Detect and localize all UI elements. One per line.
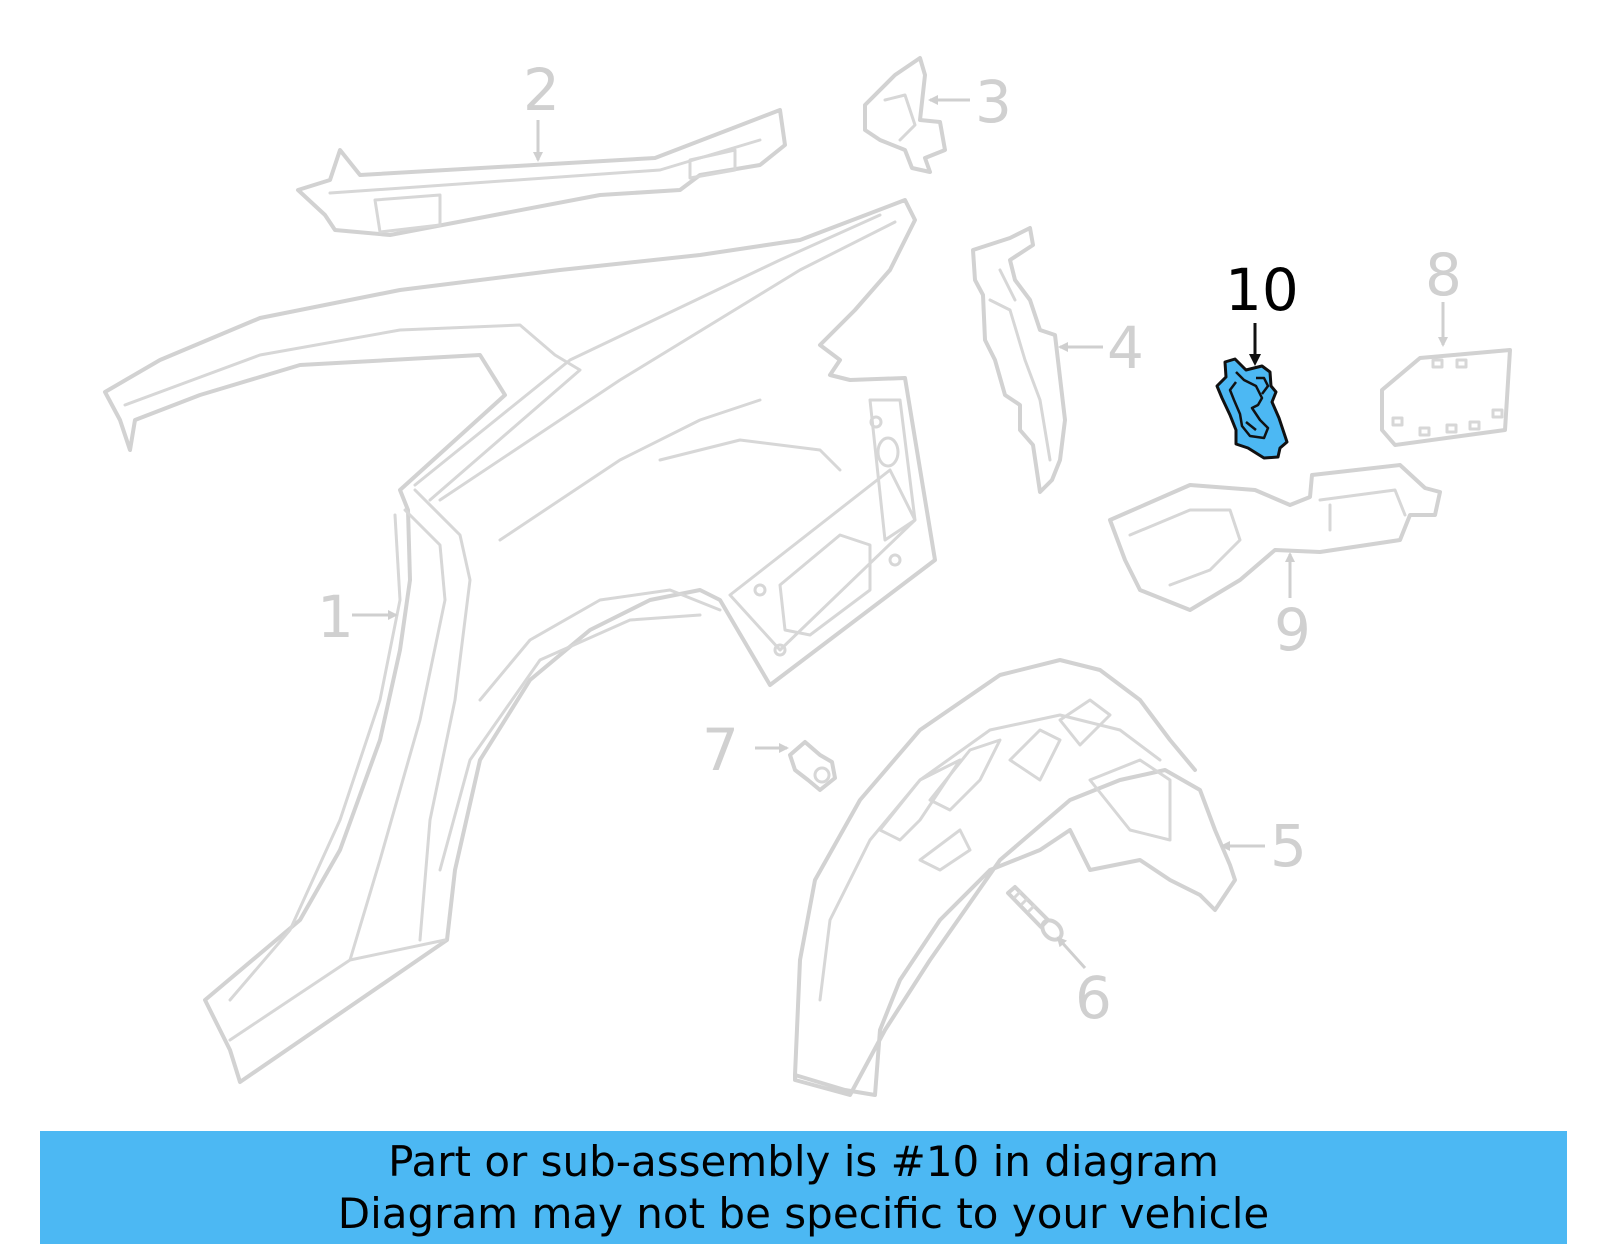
callout-leaders [352, 95, 1448, 970]
clip-part [788, 740, 837, 792]
callout-10: 10 [1225, 256, 1299, 324]
callout-3: 3 [975, 68, 1012, 136]
callout-6: 6 [1075, 964, 1112, 1032]
callout-8: 8 [1425, 241, 1462, 309]
cover-plate-part [1380, 348, 1512, 447]
callout-9: 9 [1274, 596, 1311, 664]
callout-7: 7 [702, 716, 739, 784]
filler-housing-part [1108, 463, 1442, 612]
quarter-panel-part [103, 198, 937, 1084]
callout-4: 4 [1107, 314, 1144, 382]
banner-line-1: Part or sub-assembly is #10 in diagram [388, 1137, 1219, 1186]
banner-line-2: Diagram may not be specific to your vehi… [337, 1189, 1270, 1238]
callout-1: 1 [317, 583, 354, 651]
highlighted-part-10 [1215, 357, 1289, 460]
upper-bracket-part [863, 56, 947, 174]
info-banner: Part or sub-assembly is #10 in diagram D… [40, 1131, 1567, 1244]
roof-rail-part [296, 108, 787, 237]
callout-2: 2 [523, 56, 560, 124]
callout-5: 5 [1270, 812, 1307, 880]
wheel-liner-part [793, 658, 1237, 1097]
bolt-part [1006, 885, 1064, 942]
pillar-reinforcement-part [971, 226, 1067, 494]
